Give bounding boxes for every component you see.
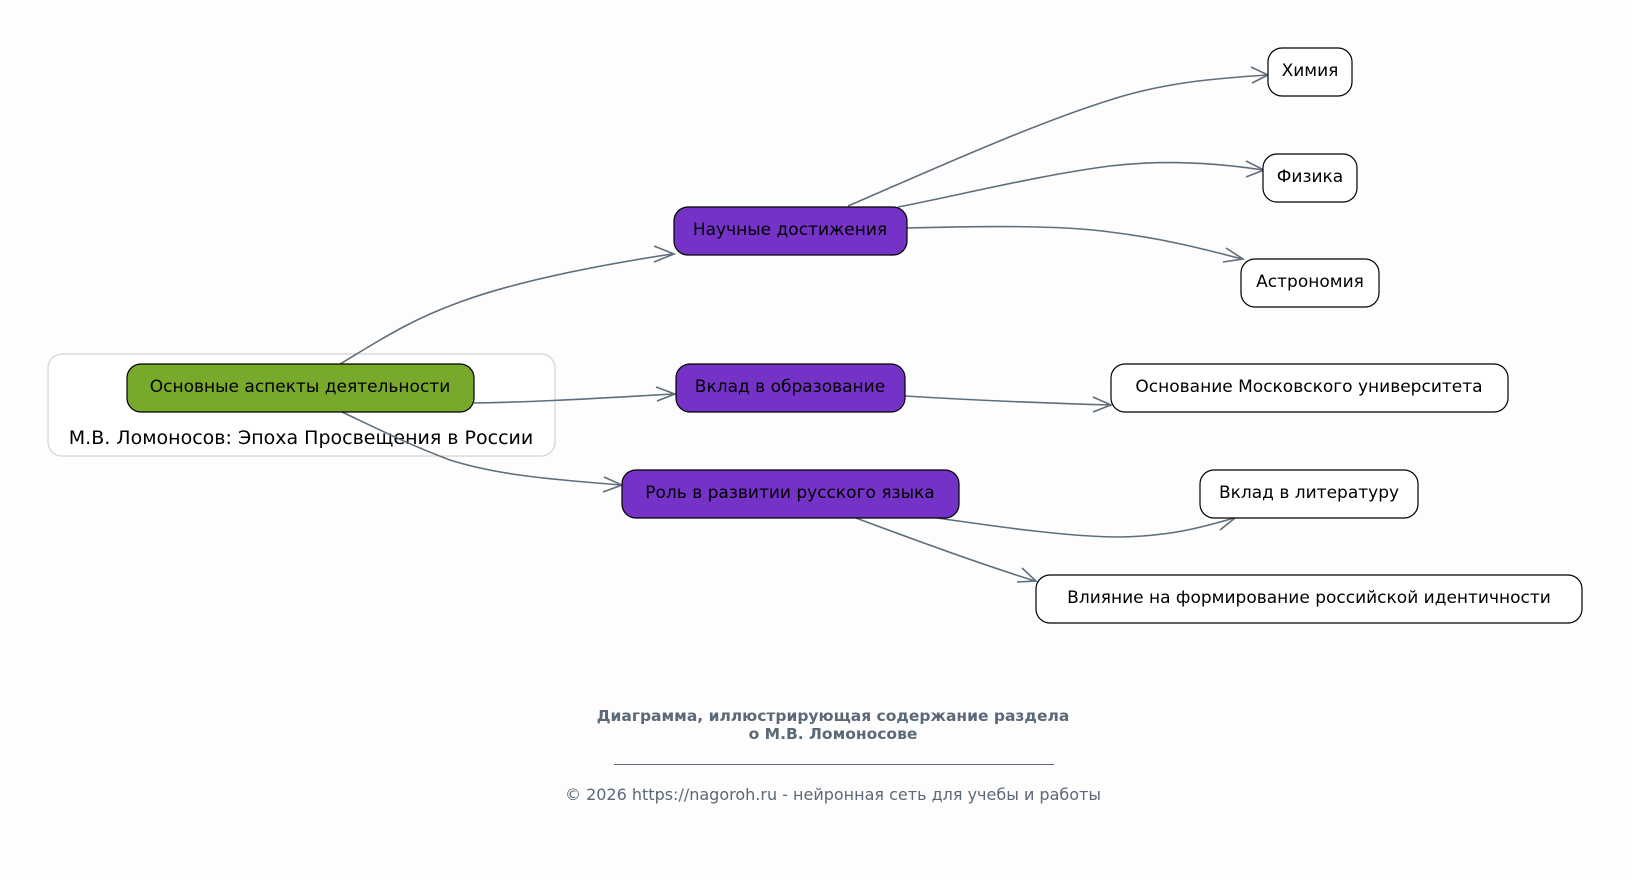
node-literature-box xyxy=(1199,469,1419,519)
arrowhead-icon xyxy=(1092,396,1114,413)
edge-root-science xyxy=(339,245,677,365)
node-identity[interactable]: Влияние на формирование российской идент… xyxy=(1035,574,1583,624)
arrowhead-icon xyxy=(1222,247,1246,263)
node-education[interactable]: Вклад в образование xyxy=(675,363,906,413)
node-physics-box xyxy=(1262,153,1358,203)
node-identity-label: Влияние на формирование российской идент… xyxy=(1067,588,1551,608)
nodes: Основные аспекты деятельности Научные до… xyxy=(126,47,1583,624)
node-language[interactable]: Роль в развитии русского языка xyxy=(621,469,960,519)
node-university-box xyxy=(1110,363,1509,413)
node-chemistry-box xyxy=(1267,47,1353,97)
node-physics[interactable]: Физика xyxy=(1262,153,1358,203)
edge-education-university xyxy=(904,395,1114,413)
node-root[interactable]: Основные аспекты деятельности xyxy=(126,363,475,413)
edge-science-chemistry xyxy=(847,66,1270,207)
arrowhead-icon xyxy=(653,245,677,263)
diagram-caption: Диаграмма, иллюстрирующая содержание раз… xyxy=(0,707,1631,743)
caption-footer: © 2026 https://nagoroh.ru - нейронная се… xyxy=(564,785,1101,804)
node-astronomy[interactable]: Астрономия xyxy=(1240,258,1380,308)
node-language-box xyxy=(621,469,960,519)
node-education-label: Вклад в образование xyxy=(695,377,885,397)
node-root-box xyxy=(126,363,475,413)
edge-language-identity xyxy=(855,517,1038,583)
node-root-label: Основные аспекты деятельности xyxy=(150,377,451,397)
node-astronomy-label: Астрономия xyxy=(1256,272,1364,292)
caption-divider xyxy=(614,764,1054,765)
node-language-label: Роль в развитии русского языка xyxy=(645,483,934,503)
caption-title-line2: о М.В. Ломоносове xyxy=(748,725,918,743)
edge-science-physics xyxy=(897,160,1266,208)
node-university-label: Основание Московского университета xyxy=(1135,377,1482,397)
node-education-box xyxy=(675,363,906,413)
node-physics-label: Физика xyxy=(1277,167,1343,187)
node-identity-box xyxy=(1035,574,1583,624)
arrowhead-icon xyxy=(1016,567,1038,583)
edge-root-education xyxy=(473,386,678,404)
caption-title-line1: Диаграмма, иллюстрирующая содержание раз… xyxy=(596,707,1070,725)
node-astronomy-box xyxy=(1240,258,1380,308)
node-chemistry[interactable]: Химия xyxy=(1267,47,1353,97)
node-chemistry-label: Химия xyxy=(1282,61,1339,81)
node-university[interactable]: Основание Московского университета xyxy=(1110,363,1509,413)
node-science[interactable]: Научные достижения xyxy=(673,206,908,256)
node-science-box xyxy=(673,206,908,256)
arrowhead-icon xyxy=(655,386,678,402)
node-literature[interactable]: Вклад в литературу xyxy=(1199,469,1419,519)
edge-language-literature xyxy=(936,515,1238,538)
edges xyxy=(339,66,1270,583)
node-literature-label: Вклад в литературу xyxy=(1219,483,1399,503)
edge-science-astronomy xyxy=(906,225,1246,263)
node-science-label: Научные достижения xyxy=(693,220,887,240)
cluster-label: М.В. Ломоносов: Эпоха Просвещения в Росс… xyxy=(69,427,533,449)
